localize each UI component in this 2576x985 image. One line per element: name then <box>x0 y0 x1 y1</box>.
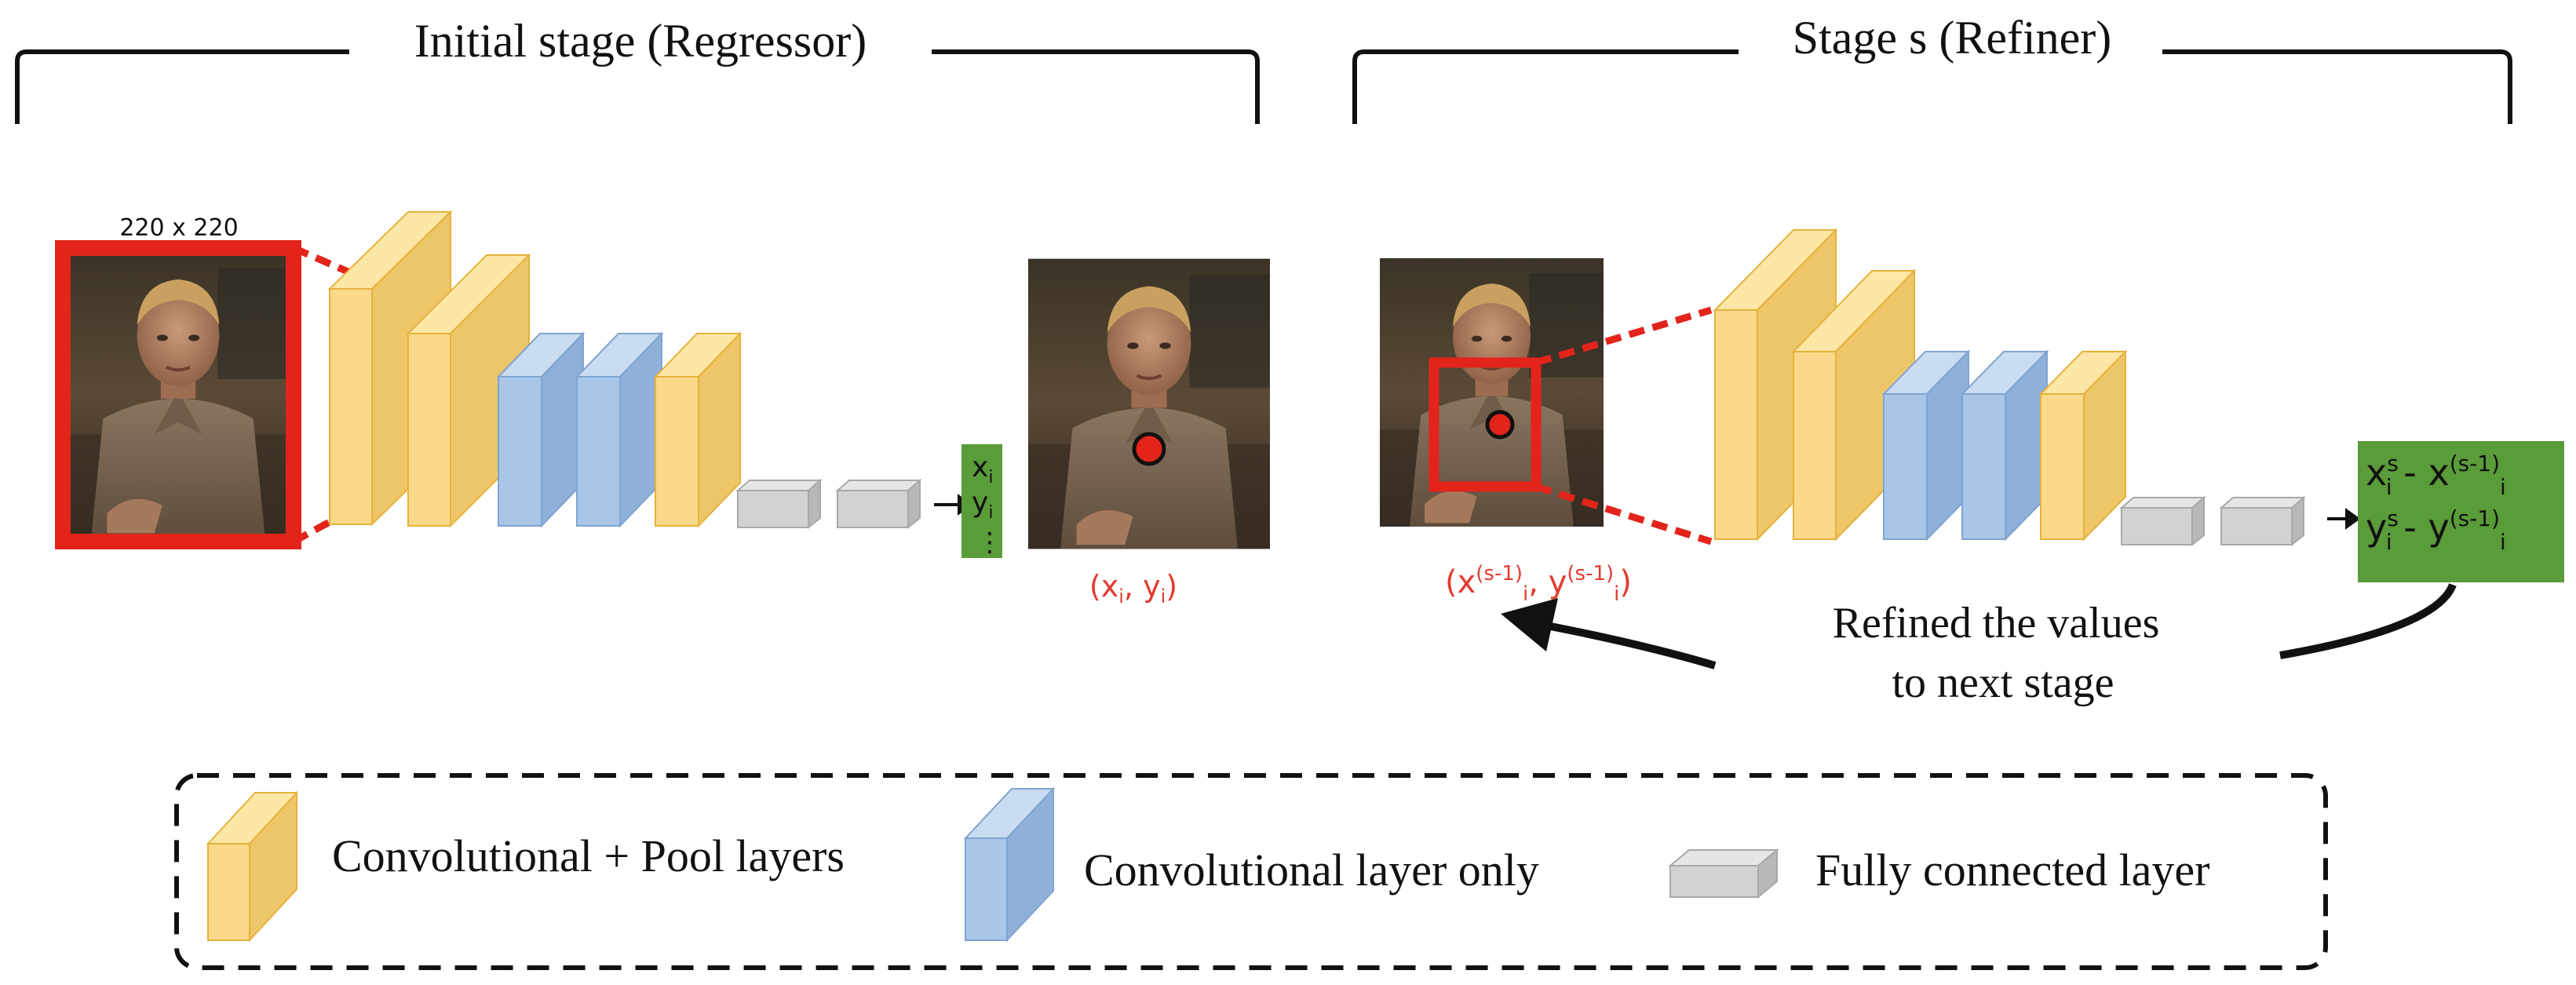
initial-coord-label: (xi, yi) <box>1089 569 1177 607</box>
input-projection-lines <box>291 244 355 545</box>
conv-layer-2 <box>575 331 664 528</box>
arrow-right-icon <box>2327 508 2361 530</box>
input-image <box>55 240 301 549</box>
fc-layer-1 <box>735 478 823 530</box>
initial-stage-bracket <box>15 49 1260 124</box>
legend-conv-only-label: Convolutional layer only <box>1084 845 1539 896</box>
arrow-left-icon <box>1501 598 1558 651</box>
person-photo-icon <box>60 253 297 537</box>
legend-conv-pool-label: Convolutional + Pool layers <box>332 830 845 881</box>
refiner-input-image <box>1380 258 1604 527</box>
output-y-label: y <box>972 487 988 519</box>
input-crop-frame <box>55 240 301 549</box>
feedback-caption-line-2: to next stage <box>1892 658 2114 707</box>
input-size-label: 220 x 220 <box>119 214 238 242</box>
svg-text:yi: yi <box>972 487 993 523</box>
legend-border <box>174 773 2328 970</box>
person-photo-icon <box>1028 259 1270 549</box>
legend-conv-pool-swatch <box>206 790 299 943</box>
initial-output-box: xi yi ⋮ <box>961 444 1003 558</box>
fc-layer-1 <box>2119 495 2206 547</box>
legend: Convolutional + Pool layers Convolutiona… <box>174 773 2328 970</box>
conv-layer-1 <box>1881 349 1971 542</box>
legend-fc-label: Fully connected layer <box>1815 845 2210 896</box>
keypoint-dot-icon <box>1485 410 1515 440</box>
refiner-coord-label: (x(s-1)i, y(s-1)i) <box>1445 562 1632 606</box>
feedback-arrow <box>1501 582 2457 669</box>
initial-layer-stack <box>327 210 922 530</box>
refiner-projection-lines <box>1534 306 1713 545</box>
conv-layer-2 <box>1960 349 2049 542</box>
fc-layer-2 <box>835 478 922 530</box>
output-ellipsis: ⋮ <box>976 527 1003 558</box>
conv-pool-layer-3 <box>2038 349 2128 542</box>
svg-text:xi: xi <box>972 451 993 487</box>
output-x-label: x <box>972 451 988 483</box>
legend-conv-only-swatch <box>963 786 1056 943</box>
initial-result-image <box>1028 259 1270 549</box>
keypoint-dot-icon <box>1132 432 1166 466</box>
legend-fc-swatch <box>1668 848 1779 899</box>
refiner-stage-bracket <box>1352 49 2512 124</box>
refiner-stage-title: Stage s (Refiner) <box>1793 12 2112 64</box>
conv-layer-1 <box>496 331 586 528</box>
feedback-caption-line-1: Refined the values <box>1833 599 2160 648</box>
refiner-layer-stack <box>1713 228 2306 547</box>
refiner-crop-frame <box>1428 357 1542 492</box>
conv-pool-layer-3 <box>653 331 743 528</box>
fc-layer-2 <box>2219 495 2306 547</box>
initial-stage-title: Initial stage (Regressor) <box>414 15 867 67</box>
